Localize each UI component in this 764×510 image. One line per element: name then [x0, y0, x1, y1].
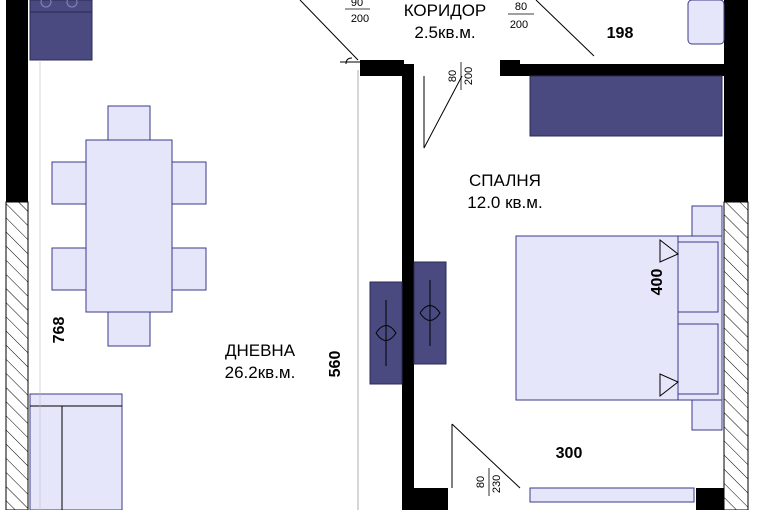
door-width: 90	[351, 0, 363, 9]
bottom-wall-right-stub	[696, 488, 724, 510]
chair-top	[107, 105, 151, 141]
dining-table	[85, 139, 173, 313]
partition-wall	[402, 64, 414, 510]
burner-icon	[66, 0, 78, 8]
nightstand-bottom	[691, 399, 723, 431]
living-area: 26.2кв.м.	[225, 363, 296, 382]
dining-set	[51, 105, 207, 347]
bed-frame	[515, 235, 679, 401]
right-window	[723, 201, 749, 510]
door-bedroom-leaf	[423, 75, 463, 149]
dim-living-height: 768	[51, 317, 68, 344]
bottom-wall-left-stub	[414, 488, 448, 510]
pillow-top	[677, 241, 719, 313]
door-dim-bathroom: 80 230	[475, 468, 503, 496]
corridor-area: 2.5кв.м.	[414, 23, 475, 42]
tv-icon	[375, 300, 397, 366]
door-dim-bedroom: 80 200	[447, 62, 475, 90]
wardrobe	[529, 75, 723, 137]
chair-bottom	[107, 311, 151, 347]
double-bed	[515, 205, 723, 431]
bedroom-name: СПАЛНЯ	[469, 171, 541, 190]
kitchen-cabinet	[29, 11, 93, 61]
walls	[6, 0, 748, 510]
dim-bedroom-height: 400	[649, 269, 666, 296]
door-height: 200	[351, 13, 369, 25]
door-swings	[299, 0, 595, 489]
door-jamb	[345, 57, 353, 65]
door-dim-top-left: 90 200	[345, 0, 370, 25]
dim-corridor-width: 198	[607, 25, 634, 42]
left-window	[5, 201, 29, 510]
dim-living-inner-height: 560	[327, 351, 344, 378]
tv-icon	[419, 280, 441, 346]
door-width: 80	[475, 476, 487, 488]
dim-bedroom-width: 300	[556, 445, 583, 462]
bottom-shelf	[529, 487, 695, 503]
door-height: 230	[491, 475, 503, 493]
door-width: 80	[447, 70, 459, 82]
door-width: 80	[515, 1, 527, 13]
chair-right-2	[171, 247, 207, 291]
blanket-fold	[659, 238, 679, 263]
burner-icon	[40, 0, 52, 8]
corridor-wall-right-stub	[500, 60, 520, 76]
stove-top	[29, 0, 93, 13]
bathroom-fixture	[687, 0, 725, 45]
left-wall-upper	[6, 0, 28, 202]
living-name: ДНЕВНА	[225, 341, 296, 360]
chair-left-2	[51, 247, 87, 291]
right-wall-upper	[724, 0, 748, 202]
corridor-wall-left-stub	[360, 60, 404, 76]
tv-units	[369, 261, 447, 385]
door-top-right-leaf	[535, 0, 595, 57]
bedroom-area: 12.0 кв.м.	[467, 193, 542, 212]
chair-left-1	[51, 161, 87, 205]
nightstand-top	[691, 205, 723, 237]
sofa	[29, 393, 123, 510]
pillow-bottom	[677, 323, 719, 395]
sofa-back	[29, 393, 123, 510]
door-height: 200	[510, 19, 528, 31]
door-dim-top-right: 80 200	[508, 1, 534, 31]
chair-right-1	[171, 161, 207, 205]
door-top-left-leaf	[299, 0, 359, 61]
bedroom-top-wall	[520, 64, 748, 76]
blanket-fold	[659, 373, 679, 398]
corridor-name: КОРИДОР	[404, 1, 487, 20]
door-height: 200	[463, 67, 475, 85]
door-bathroom-leaf	[451, 423, 521, 489]
